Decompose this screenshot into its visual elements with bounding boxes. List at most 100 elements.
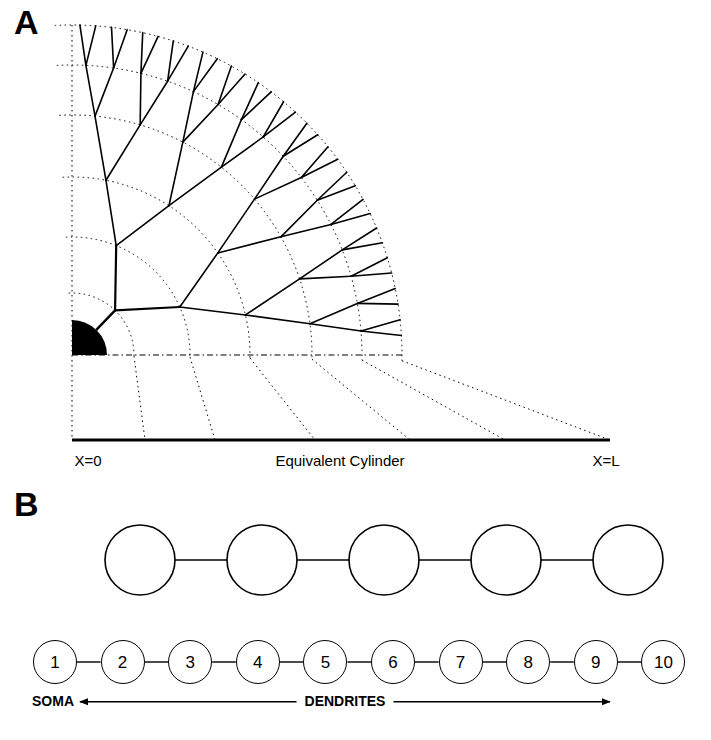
mapping-line bbox=[312, 359, 410, 440]
coupling-line bbox=[145, 661, 169, 662]
direction-arrow bbox=[393, 701, 610, 702]
coupling-line bbox=[483, 661, 507, 662]
dendrite-segment bbox=[281, 224, 331, 236]
dendrite-segment bbox=[183, 92, 194, 142]
dendrite-segment bbox=[139, 73, 141, 125]
compartment-number: 3 bbox=[185, 654, 194, 671]
compartment-number: 6 bbox=[388, 654, 397, 671]
equivalent-cylinder bbox=[72, 439, 610, 442]
dendrite-segment bbox=[218, 199, 255, 253]
dendrite-segment bbox=[218, 66, 231, 104]
dendrite-segment bbox=[361, 331, 401, 336]
mapping-line bbox=[190, 357, 215, 440]
dendrite-segment bbox=[283, 123, 307, 156]
dendrite-segment bbox=[357, 289, 395, 304]
dendrite-segment bbox=[301, 147, 328, 178]
dendrite-segment bbox=[95, 68, 114, 116]
dendrite-segment bbox=[86, 26, 96, 65]
compartment-number: 9 bbox=[591, 654, 600, 671]
dendrite-segment bbox=[300, 250, 343, 279]
dendrite-segment bbox=[357, 303, 398, 305]
compartment-number: 4 bbox=[253, 654, 262, 671]
dendrite-segment bbox=[245, 315, 310, 324]
dendrite-segment bbox=[361, 320, 400, 331]
dendrite-segment bbox=[114, 30, 128, 68]
dendrite-segment bbox=[86, 65, 95, 116]
compartment-circle: 1 bbox=[33, 640, 77, 684]
compartment-number: 7 bbox=[456, 654, 465, 671]
distance-arc bbox=[66, 237, 190, 357]
dendrite-segment bbox=[283, 135, 317, 157]
dendrite-segment bbox=[310, 303, 357, 323]
panel-letter: B bbox=[14, 486, 39, 523]
dendrite-segment bbox=[342, 228, 376, 250]
panel-letter: A bbox=[14, 4, 39, 41]
dendrite-segment bbox=[317, 186, 355, 201]
cylinder-label: Equivalent Cylinder bbox=[275, 453, 404, 470]
dendrite-segment bbox=[80, 25, 86, 65]
compartment-number: 5 bbox=[321, 654, 330, 671]
coupling-line bbox=[347, 661, 371, 662]
dendrite-segment bbox=[106, 180, 116, 245]
axis-line bbox=[72, 355, 402, 356]
dendrite-segment bbox=[301, 159, 337, 177]
dendrite-segment bbox=[112, 27, 114, 68]
distance-arc bbox=[57, 65, 362, 360]
mapping-line bbox=[134, 356, 145, 440]
dendrite-segment bbox=[95, 116, 106, 180]
distance-arc bbox=[63, 177, 250, 358]
mapping-line bbox=[402, 361, 610, 440]
coupling-line bbox=[550, 661, 574, 662]
dendrite-segment bbox=[106, 125, 140, 180]
position-label: X=0 bbox=[74, 453, 101, 470]
mapping-line bbox=[250, 358, 315, 440]
direction-label: SOMA bbox=[32, 694, 74, 709]
distance-arc bbox=[69, 293, 134, 356]
dendrite-segment bbox=[263, 112, 295, 137]
dendrite-segment bbox=[218, 74, 245, 104]
dendrite-segment bbox=[141, 36, 158, 73]
dendrite-segment bbox=[351, 258, 387, 276]
dendrite-segment bbox=[241, 92, 271, 120]
compartment-circle: 5 bbox=[303, 640, 347, 684]
dendrite-segment bbox=[254, 156, 283, 199]
mapping-line bbox=[362, 360, 505, 440]
compartment-circle: 10 bbox=[641, 640, 685, 684]
compartment-number: 1 bbox=[50, 654, 59, 671]
direction-arrow bbox=[80, 701, 297, 702]
dendrite-segment bbox=[245, 279, 299, 315]
large-compartments bbox=[105, 525, 663, 595]
dendrite-segment bbox=[317, 172, 347, 200]
dendrite-segment bbox=[241, 83, 258, 120]
dendrite-segment bbox=[180, 253, 218, 307]
coupling-line bbox=[212, 661, 236, 662]
compartment-circle: 2 bbox=[101, 640, 145, 684]
soma bbox=[72, 320, 107, 355]
distance-arc bbox=[55, 25, 402, 361]
dendrite-segment bbox=[310, 324, 361, 331]
compartment-number: 2 bbox=[118, 654, 127, 671]
dendrite-segment bbox=[331, 199, 363, 224]
mapping-guides bbox=[55, 25, 610, 440]
coupling-line bbox=[618, 661, 642, 662]
dendrite-trunk bbox=[96, 310, 115, 329]
dendrite-segment bbox=[221, 120, 241, 168]
coupling-line bbox=[77, 661, 101, 662]
dendrite-segment bbox=[180, 307, 246, 315]
coupling-line bbox=[415, 661, 439, 662]
dendrite-segment bbox=[140, 81, 167, 125]
compartment-circle: 8 bbox=[506, 640, 550, 684]
dendrite-segment bbox=[193, 52, 203, 92]
compartment-circle: 3 bbox=[168, 640, 212, 684]
dendrite-segment bbox=[141, 33, 143, 74]
distance-arc bbox=[59, 115, 312, 359]
dendrite-segment bbox=[116, 206, 169, 246]
compartment-circle: 7 bbox=[439, 640, 483, 684]
dendrite-segment bbox=[168, 41, 174, 81]
dendrite-branches bbox=[80, 25, 402, 335]
dendrite-segment bbox=[183, 104, 218, 142]
compartment-circle: 6 bbox=[371, 640, 415, 684]
compartment-circle: 4 bbox=[236, 640, 280, 684]
